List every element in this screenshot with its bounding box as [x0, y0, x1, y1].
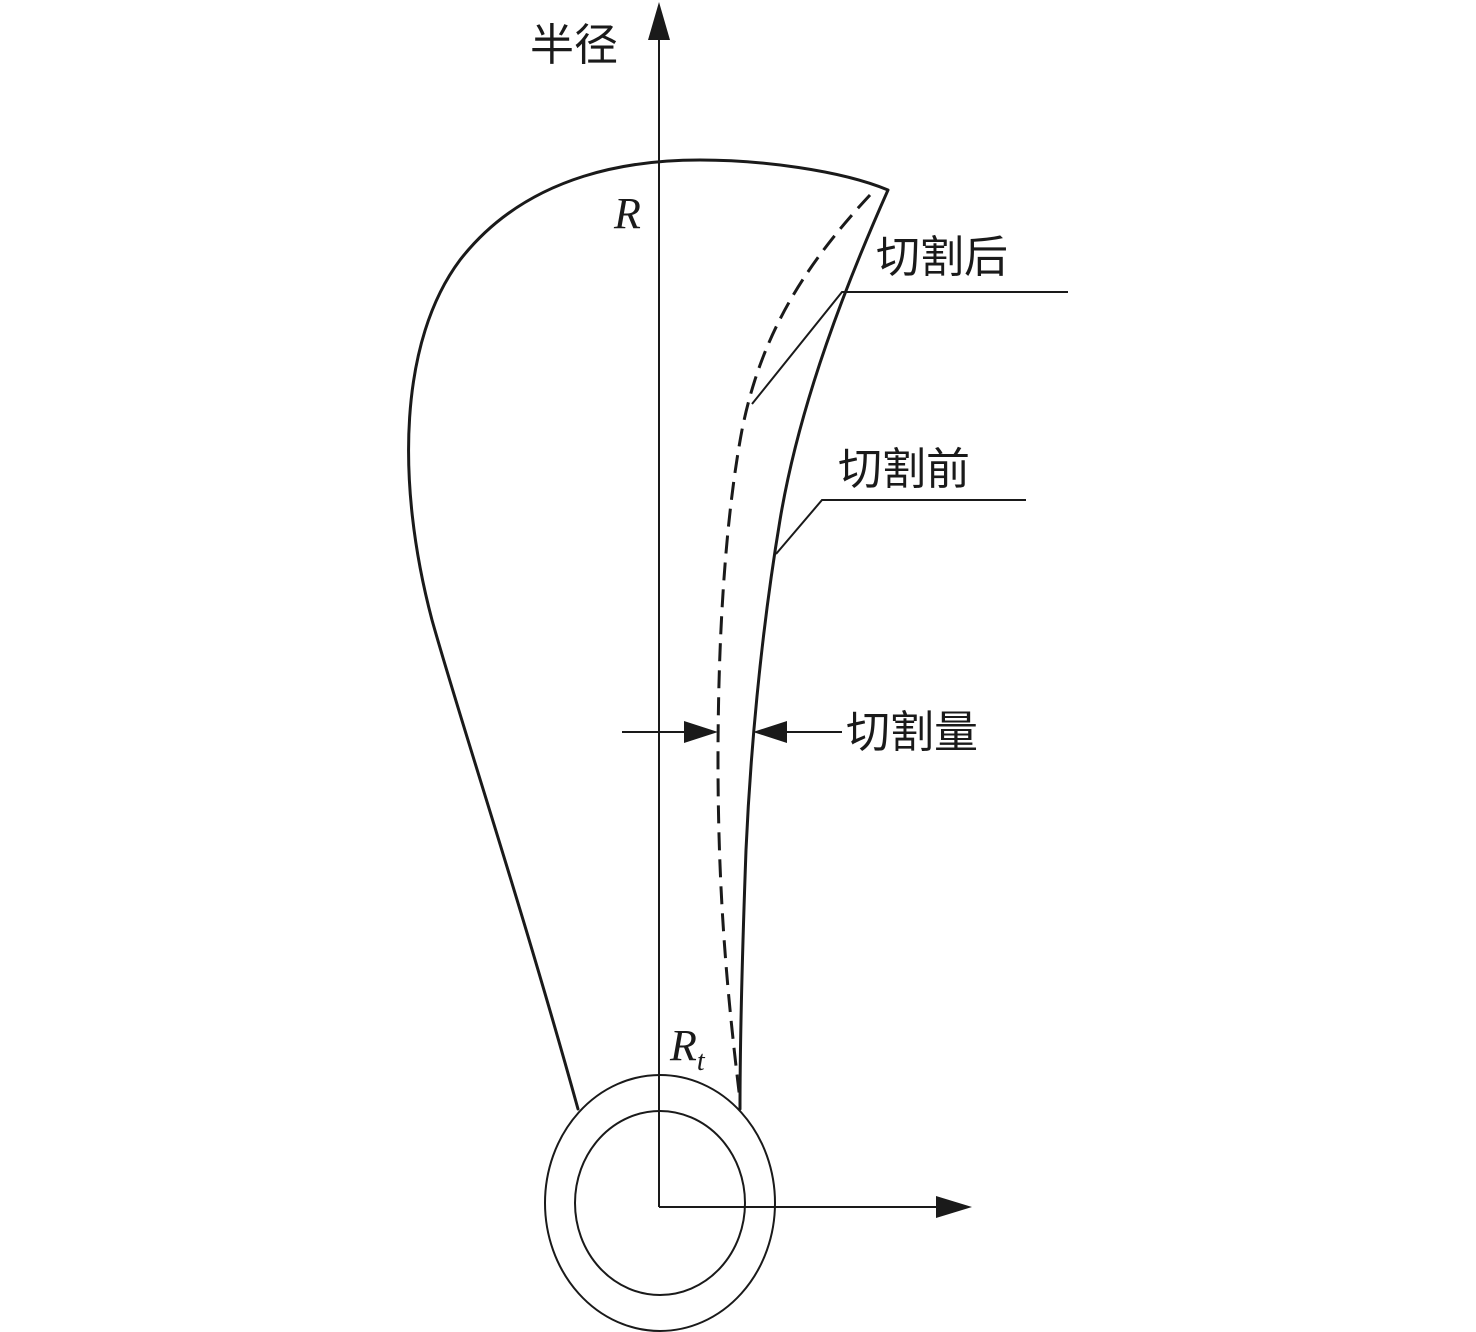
cut-amount-left-arrowhead — [684, 721, 718, 743]
radius-axis-label: 半径 — [530, 20, 618, 71]
cut-amount-right-arrowhead — [753, 721, 787, 743]
before-cut-leader-line — [775, 499, 1026, 555]
hub-radius-label-subscript: t — [697, 1046, 706, 1077]
cut-amount-label: 切割量 — [846, 707, 978, 758]
radius-axis-arrowhead — [648, 2, 670, 40]
before-cut-label: 切割前 — [838, 444, 970, 495]
hub-radius-label: Rt — [669, 1021, 706, 1077]
blade-outline-after-cut — [716, 193, 872, 1101]
after-cut-label: 切割后 — [876, 232, 1008, 283]
horizontal-axis-arrowhead — [936, 1196, 972, 1218]
blade-outline-before-cut — [407, 158, 890, 1111]
hub-radius-label-base: R — [669, 1021, 697, 1070]
after-cut-leader-line — [751, 291, 1068, 405]
tip-radius-label: R — [613, 189, 641, 238]
